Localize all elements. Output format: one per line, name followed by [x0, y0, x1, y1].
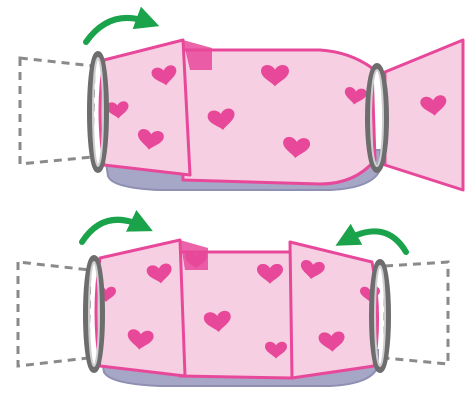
step-2-illustration — [18, 220, 448, 386]
fabric-left-folded-flap — [96, 240, 185, 376]
curved-arrow-icon — [346, 231, 406, 252]
curved-arrow-icon — [82, 220, 142, 242]
step-1-illustration — [20, 18, 463, 190]
rubber-band-ring-right — [372, 262, 388, 370]
fabric-right-flap — [385, 40, 463, 190]
curved-arrow-icon — [86, 18, 148, 42]
rubber-band-ring-left — [86, 258, 102, 370]
dashed-flap-outline-right — [385, 262, 448, 364]
dashed-flap-outline-left — [18, 262, 90, 366]
dashed-flap-outline-left — [20, 58, 94, 164]
rubber-band-ring-left — [90, 54, 106, 170]
